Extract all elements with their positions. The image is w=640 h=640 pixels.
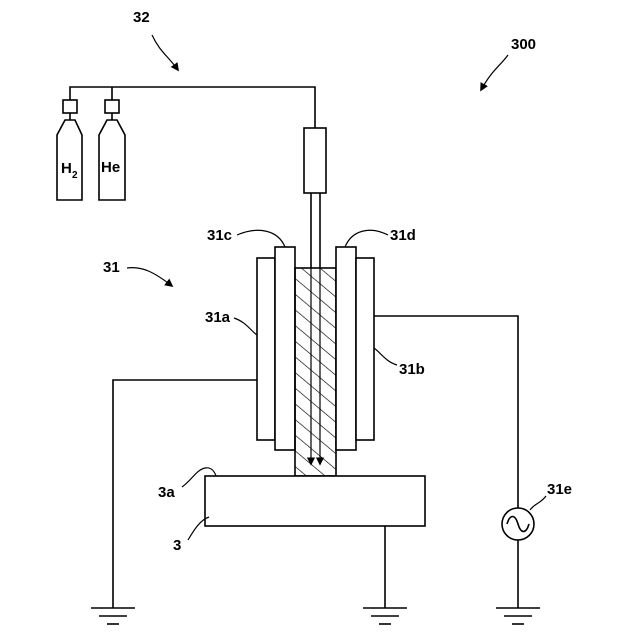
label-32: 32 xyxy=(133,9,150,26)
helium-valve-icon xyxy=(105,100,119,113)
tube-31c xyxy=(275,247,295,450)
plasma-channel xyxy=(295,268,336,476)
label-31: 31 xyxy=(103,259,120,276)
electrode-31a xyxy=(257,258,275,440)
tube-31d xyxy=(336,247,356,450)
leader-31e xyxy=(530,496,546,510)
leader-31b xyxy=(374,348,397,365)
leader-32 xyxy=(152,35,178,70)
plasma-unit xyxy=(257,247,374,476)
hydrogen-label: H xyxy=(61,160,72,177)
ac-source-icon xyxy=(502,508,534,540)
label-31d: 31d xyxy=(390,227,416,244)
label-3a: 3a xyxy=(158,484,175,501)
helium-cylinder: He xyxy=(99,100,125,200)
ground-icon xyxy=(363,608,407,624)
label-31e: 31e xyxy=(547,481,572,498)
label-300: 300 xyxy=(511,36,536,53)
label-3: 3 xyxy=(173,537,181,554)
leader-31 xyxy=(127,268,172,286)
electrode-31b xyxy=(356,258,374,440)
leader-31c xyxy=(237,230,285,247)
flow-controller xyxy=(304,128,326,193)
helium-label: He xyxy=(101,159,120,176)
label-31b: 31b xyxy=(399,361,425,378)
ground-icon xyxy=(496,608,540,624)
hydrogen-valve-icon xyxy=(63,100,77,113)
label-31c: 31c xyxy=(207,227,232,244)
leader-300 xyxy=(481,55,508,90)
leader-31a xyxy=(234,318,257,335)
ground-icon xyxy=(91,608,135,624)
leader-31d xyxy=(345,230,388,247)
hydrogen-subscript: 2 xyxy=(72,170,78,181)
substrate-3 xyxy=(205,476,425,526)
label-31a: 31a xyxy=(205,309,231,326)
hydrogen-cylinder: H 2 xyxy=(57,100,82,200)
